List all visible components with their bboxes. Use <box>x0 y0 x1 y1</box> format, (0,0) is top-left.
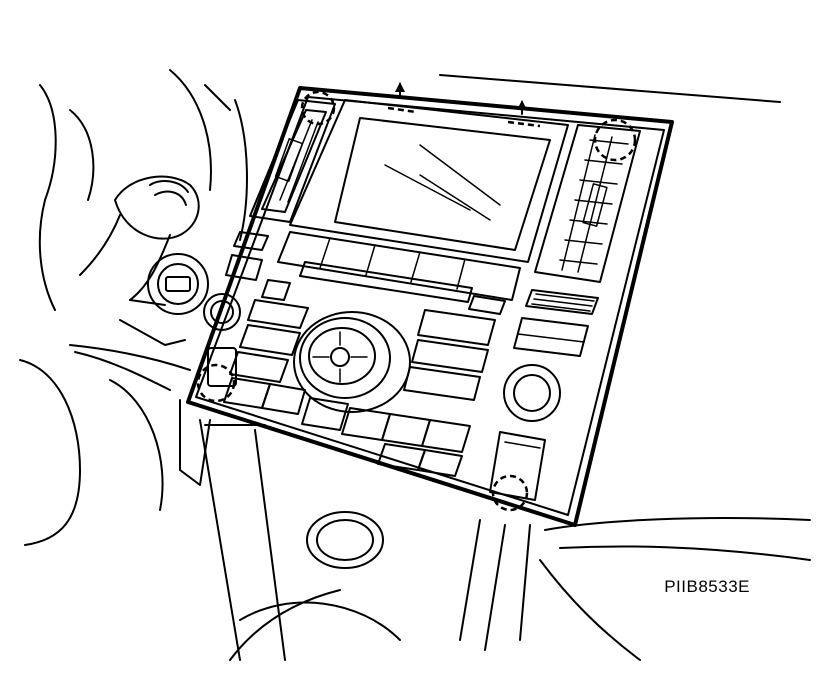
right-knob <box>503 364 561 422</box>
steering-stalk <box>79 175 200 306</box>
dashboard-background-lines <box>19 69 811 661</box>
center-control-dial <box>293 311 411 413</box>
left-air-vent <box>249 99 336 223</box>
direction-arrows <box>395 82 527 115</box>
lower-right-bracket <box>489 431 546 501</box>
lower-left-trim <box>69 319 191 391</box>
display-screen <box>289 99 569 263</box>
lower-console <box>199 419 531 661</box>
center-panel <box>186 86 674 527</box>
clip-location-markers <box>196 90 637 512</box>
figure-reference-code: PIIB8533E <box>664 577 750 596</box>
ignition-knob <box>147 253 209 315</box>
right-air-vent <box>534 124 641 283</box>
